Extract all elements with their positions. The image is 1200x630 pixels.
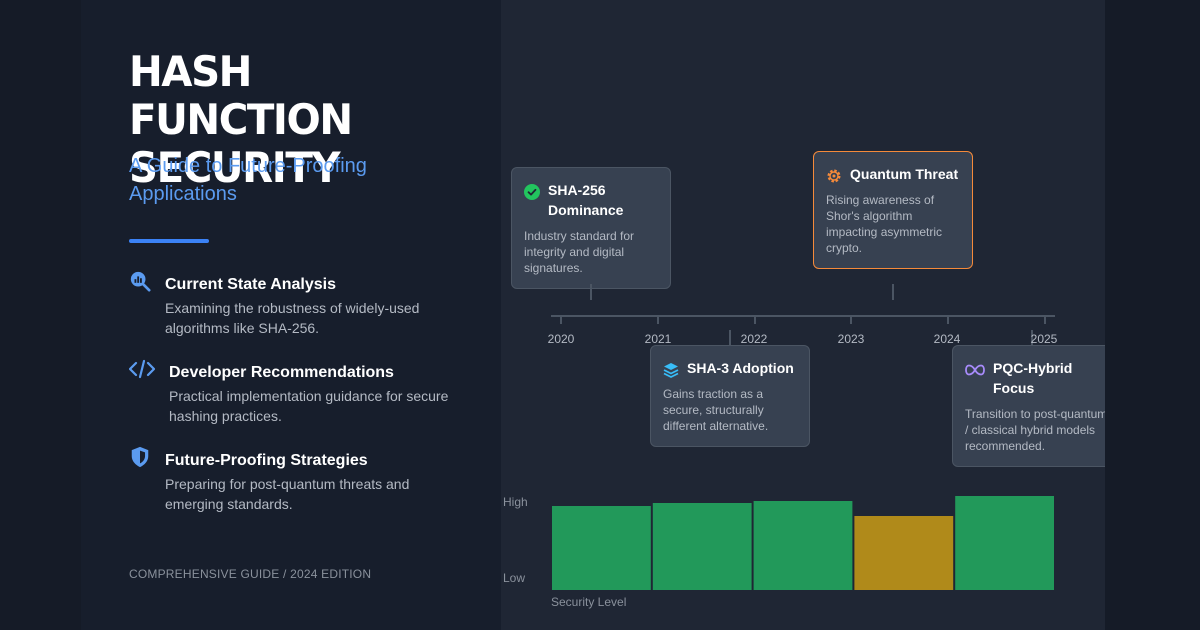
card-description: Transition to post-quantum / classical h… xyxy=(965,407,1105,453)
security-bar xyxy=(552,506,651,590)
card-title: SHA-3 Adoption xyxy=(687,360,794,376)
timeline-year-label: 2021 xyxy=(644,332,672,346)
x-axis-label: Security Level xyxy=(551,595,627,609)
infinity-icon xyxy=(965,364,985,376)
security-bar xyxy=(652,503,752,590)
shield-icon xyxy=(131,446,149,468)
card-description: Gains traction as a secure, structurally… xyxy=(663,387,769,433)
timeline-tick xyxy=(560,316,562,324)
card-description: Rising awareness of Shor's algorithm imp… xyxy=(826,193,943,255)
accent-divider xyxy=(129,239,209,243)
timeline-connector xyxy=(590,284,592,300)
timeline-tick xyxy=(947,316,949,324)
security-level-chart xyxy=(552,496,1054,590)
card-title: PQC-Hybrid Focus xyxy=(993,360,1073,396)
timeline-connector xyxy=(892,284,894,300)
feature-title: Developer Recommendations xyxy=(169,364,394,381)
timeline-tick xyxy=(657,316,659,324)
timeline-connector xyxy=(729,330,731,346)
timeline-panel: SHA-256 Dominance Industry standard for … xyxy=(501,0,1105,630)
feature-description: Examining the robustness of widely-used … xyxy=(165,300,420,336)
security-bar xyxy=(854,516,954,590)
feature-title: Current State Analysis xyxy=(165,276,337,293)
y-tick-label-low: Low xyxy=(503,571,526,585)
timeline-axis xyxy=(551,315,1055,317)
timeline-card-sha3: SHA-3 Adoption Gains traction as a secur… xyxy=(650,345,810,447)
feature-title: Future-Proofing Strategies xyxy=(165,452,368,469)
timeline-card-sha256: SHA-256 Dominance Industry standard for … xyxy=(511,167,671,289)
layers-icon xyxy=(663,363,679,378)
timeline-year-label: 2023 xyxy=(837,332,865,346)
card-description: Industry standard for integrity and digi… xyxy=(524,229,635,275)
timeline-tick xyxy=(754,316,756,324)
timeline-card-quantum: Quantum Threat Rising awareness of Shor'… xyxy=(813,151,973,269)
timeline-tick xyxy=(1044,316,1046,324)
card-title: Quantum Threat xyxy=(850,166,959,182)
intro-panel: HASH FUNCTION SECURITY A Guide to Future… xyxy=(81,0,501,630)
timeline-year-label: 2025 xyxy=(1030,332,1058,346)
security-bar xyxy=(955,496,1054,590)
timeline-year-label: 2020 xyxy=(547,332,575,346)
code-icon xyxy=(129,359,155,379)
page-title: HASH FUNCTION SECURITY xyxy=(129,47,353,192)
timeline-connector xyxy=(1031,330,1033,346)
timeline-year-label: 2022 xyxy=(740,332,768,346)
gear-icon xyxy=(827,169,841,183)
page-subtitle: A Guide to Future-Proofing Applications xyxy=(129,155,367,205)
security-bar xyxy=(753,501,853,590)
feature-description: Practical implementation guidance for se… xyxy=(169,388,449,424)
check-circle-icon xyxy=(524,184,540,200)
edition-footer: COMPREHENSIVE GUIDE / 2024 EDITION xyxy=(129,567,372,581)
card-title: SHA-256 Dominance xyxy=(548,182,624,218)
y-tick-label-high: High xyxy=(503,495,528,509)
chart-search-icon xyxy=(130,271,151,292)
timeline-tick xyxy=(850,316,852,324)
timeline-year-label: 2024 xyxy=(933,332,961,346)
timeline-card-pqc-hybrid: PQC-Hybrid Focus Transition to post-quan… xyxy=(952,345,1105,467)
feature-description: Preparing for post-quantum threats and e… xyxy=(165,476,410,512)
